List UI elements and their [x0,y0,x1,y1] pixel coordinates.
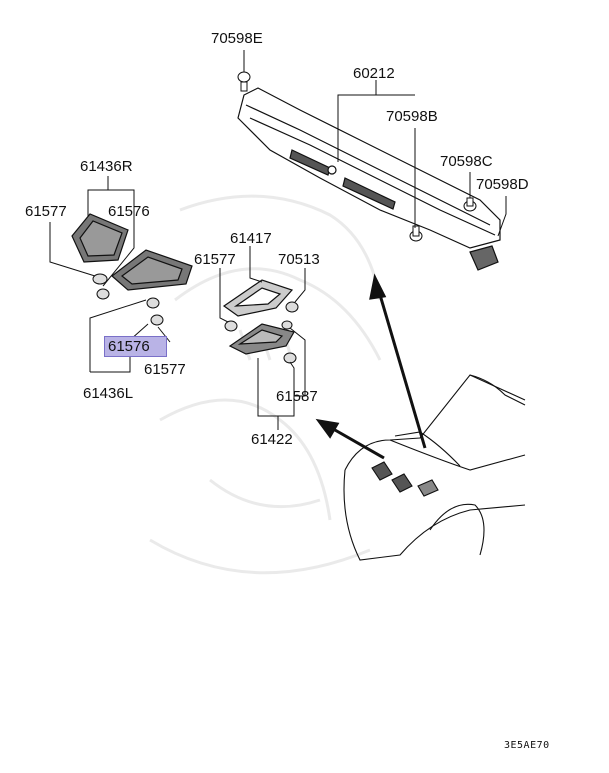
clip-70598C [463,197,477,212]
label-70598E: 70598E [211,30,263,47]
pointer-arrows [315,273,427,460]
label-61577-mid: 61577 [194,251,236,268]
small-clips-center [224,301,299,364]
label-61576-top: 61576 [108,203,150,220]
label-61436L: 61436L [83,385,134,402]
grommets-left [92,273,164,326]
label-70598D: 70598D [476,176,529,193]
label-61576-selected[interactable]: 61576 [104,336,167,357]
cowl-top-panel [237,87,501,271]
leader-lines [49,50,507,430]
label-61587: 61587 [276,388,318,405]
label-61417: 61417 [230,230,272,247]
label-61577-left: 61577 [25,203,67,220]
grille-61436R [71,213,129,263]
label-70598B: 70598B [386,108,438,125]
car-outline [343,374,526,561]
watermark-logo [149,194,382,575]
label-61577-low: 61577 [144,361,186,378]
label-61436R: 61436R [80,158,133,175]
diagram-code: 3E5AE70 [504,740,550,751]
clip-70598E [237,71,251,92]
label-70513: 70513 [278,251,320,268]
label-60212: 60212 [353,65,395,82]
label-70598C: 70598C [440,153,493,170]
clip-70598B [409,225,423,242]
vent-61422 [228,323,295,355]
label-61422: 61422 [251,431,293,448]
grille-61436L [111,249,193,291]
vent-61417 [222,279,294,317]
